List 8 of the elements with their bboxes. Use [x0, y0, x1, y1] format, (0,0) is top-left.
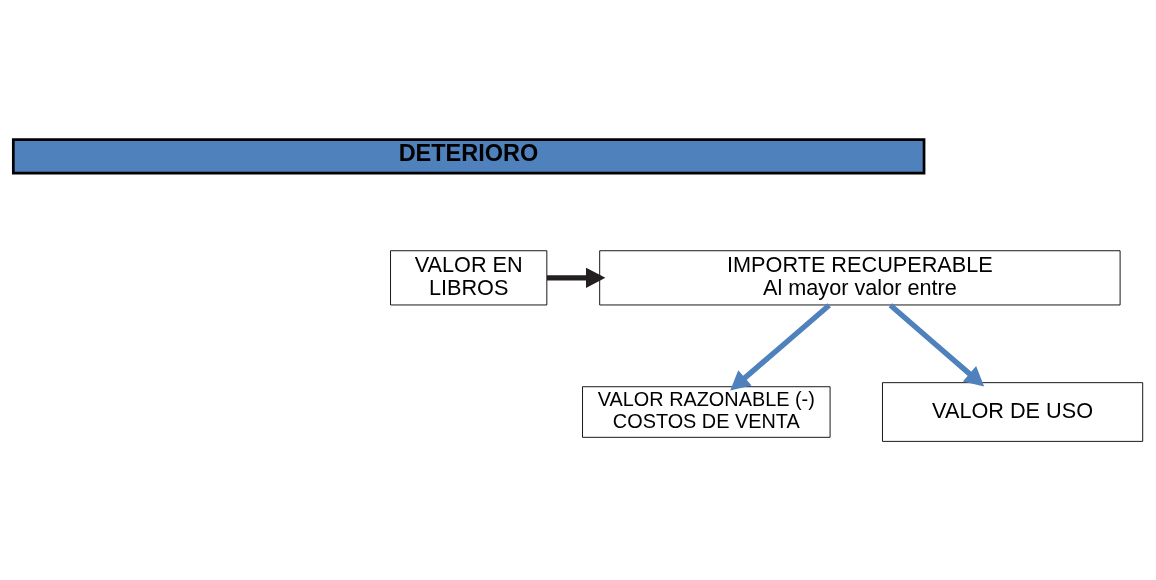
node-box: VALOR RAZONABLE (-) COSTOS DE VENTA [582, 385, 831, 438]
node-box: DETERIORO [11, 137, 926, 174]
arrow [547, 267, 606, 288]
node-box: VALOR EN LIBROS [390, 249, 548, 305]
node-box: IMPORTE RECUPERABLE Al mayor valor entre [599, 249, 1121, 305]
arrow [888, 302, 985, 386]
node-box: VALOR DE USO [882, 381, 1144, 442]
arrow [730, 302, 831, 390]
